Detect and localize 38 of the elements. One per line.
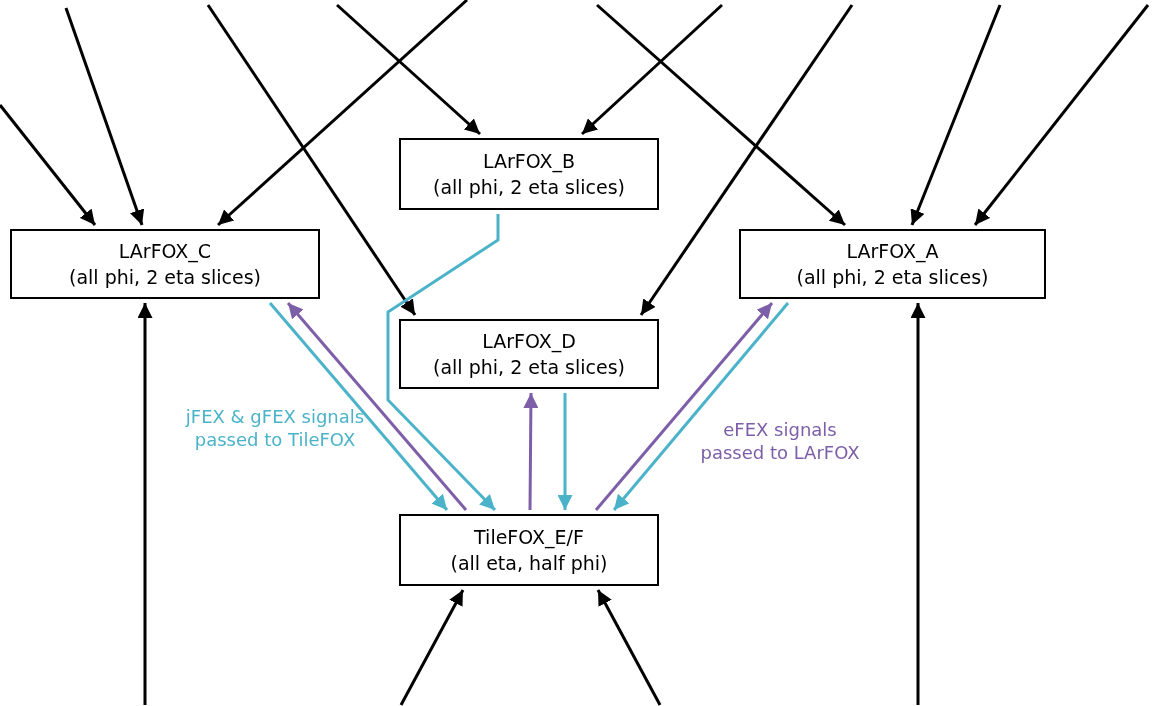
box-subtitle: (all phi, 2 eta slices) bbox=[69, 265, 261, 290]
arrow bbox=[399, 589, 465, 706]
arrow bbox=[581, 3, 723, 136]
arrow bbox=[596, 589, 662, 706]
arrow bbox=[386, 214, 500, 512]
box-title: LArFOX_A bbox=[846, 239, 939, 264]
box-title: LArFOX_C bbox=[118, 239, 212, 264]
process-box bbox=[399, 138, 659, 210]
process-box bbox=[739, 229, 1046, 299]
box-subtitle: (all phi, 2 eta slices) bbox=[433, 175, 625, 200]
arrow bbox=[612, 302, 790, 511]
box-title: TileFOX_E/F bbox=[474, 525, 584, 550]
box-subtitle: (all phi, 2 eta slices) bbox=[796, 265, 989, 290]
box-subtitle: (all phi, 2 eta slices) bbox=[433, 355, 625, 380]
arrow bbox=[268, 302, 449, 511]
arrow bbox=[639, 4, 854, 316]
box-title: LArFOX_D bbox=[482, 329, 576, 354]
annotation-text: eFEX signals passed to LArFOX bbox=[699, 418, 861, 464]
process-box bbox=[10, 229, 320, 299]
arrow bbox=[910, 4, 1002, 226]
arrow bbox=[64, 7, 145, 226]
process-box bbox=[399, 514, 659, 586]
arrow bbox=[336, 3, 481, 136]
arrow bbox=[206, 4, 417, 316]
arrow bbox=[596, 3, 846, 227]
arrow bbox=[523, 393, 539, 510]
annotation-text: jFEX & gFEX signals passed to TileFOX bbox=[184, 405, 366, 451]
arrow bbox=[557, 393, 573, 510]
arrow bbox=[910, 303, 926, 705]
arrow bbox=[973, 4, 1150, 226]
box-subtitle: (all eta, half phi) bbox=[450, 551, 608, 576]
arrow bbox=[217, 0, 468, 227]
process-box bbox=[399, 319, 659, 389]
box-title: LArFOX_B bbox=[482, 149, 576, 174]
arrow bbox=[594, 302, 774, 511]
arrow bbox=[0, 104, 97, 226]
arrow bbox=[137, 303, 153, 705]
arrow bbox=[286, 302, 468, 511]
